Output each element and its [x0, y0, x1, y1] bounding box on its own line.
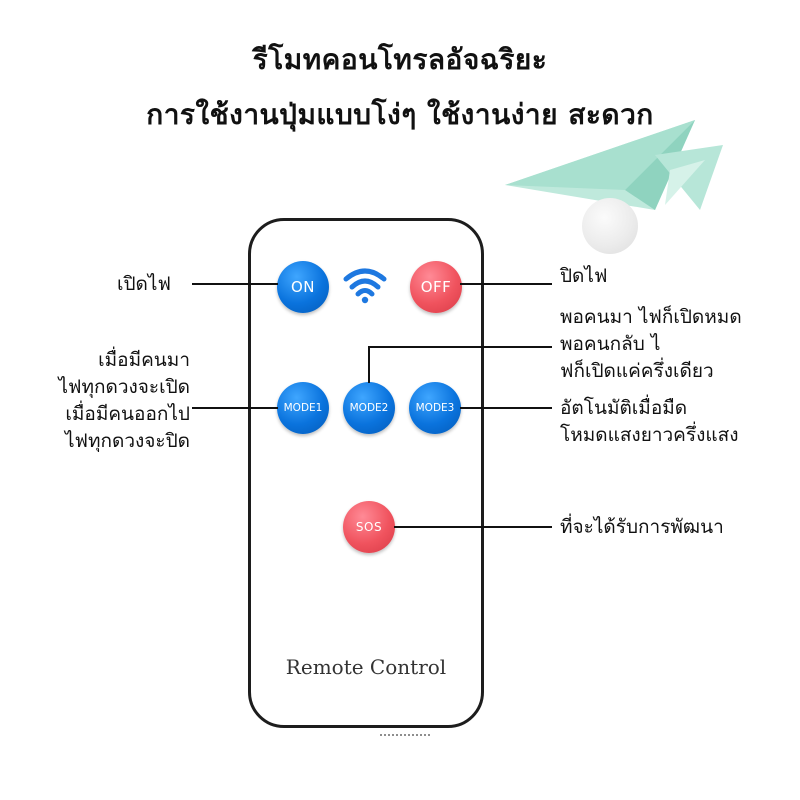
- mode1-button-label: MODE1: [283, 402, 323, 414]
- callout-line-mode2-vertical: [368, 346, 370, 383]
- callout-line-off: [460, 283, 552, 285]
- note-mode3: อัตโนมัติเมื่อมืด โหมดแสงยาวครึ่งแสง: [560, 395, 739, 449]
- callout-line-sos: [394, 526, 552, 528]
- note-mode1: เมื่อมีคนมา ไฟทุกดวงจะเปิด เมื่อมีคนออกไ…: [58, 347, 190, 455]
- note-light-off: ปิดไฟ: [560, 265, 608, 287]
- mode2-button-label: MODE2: [349, 402, 389, 414]
- mode3-button-label: MODE3: [415, 402, 455, 414]
- note-mode1-line2: ไฟทุกดวงจะเปิด: [58, 376, 190, 398]
- wifi-signal-icon: [343, 268, 387, 304]
- light-bulb-icon: [582, 198, 638, 254]
- headline-title: รีโมทคอนโทรลอัจฉริยะ: [252, 43, 548, 76]
- mode1-button[interactable]: MODE1: [277, 382, 329, 434]
- note-light-on: เปิดไฟ: [117, 273, 171, 295]
- note-mode1-line1: เมื่อมีคนมา: [98, 349, 190, 371]
- on-button[interactable]: ON: [277, 261, 329, 313]
- remote-caption: Remote Control: [285, 655, 447, 679]
- note-mode1-line4: ไฟทุกดวงจะปิด: [64, 430, 190, 452]
- note-mode2-line1: พอคนมา ไฟก็เปิดหมด: [560, 306, 742, 328]
- on-button-label: ON: [290, 278, 316, 296]
- paper-plane-icon: [505, 120, 723, 210]
- callout-line-mode3: [460, 407, 552, 409]
- note-mode3-line1: อัตโนมัติเมื่อมืด: [560, 397, 688, 419]
- callout-line-on: [192, 283, 278, 285]
- note-mode1-line3: เมื่อมีคนออกไป: [65, 403, 190, 425]
- headline-subtitle: การใช้งานปุ่มแบบโง่ๆ ใช้งานง่าย สะดวก: [146, 98, 654, 131]
- note-mode2-line3: ฟก็เปิดแค่ครึ่งเดียว: [560, 360, 714, 382]
- callout-line-mode2-horizontal: [368, 346, 552, 348]
- sos-button-label: SOS: [355, 520, 383, 534]
- off-button-label: OFF: [420, 278, 452, 296]
- note-mode3-line2: โหมดแสงยาวครึ่งแสง: [560, 424, 739, 446]
- mode2-button[interactable]: MODE2: [343, 382, 395, 434]
- note-sos: ที่จะได้รับการพัฒนา: [560, 516, 724, 538]
- note-mode2: พอคนมา ไฟก็เปิดหมด พอคนกลับ ไ ฟก็เปิดแค่…: [560, 304, 742, 385]
- sos-button[interactable]: SOS: [343, 501, 395, 553]
- off-button[interactable]: OFF: [410, 261, 462, 313]
- callout-line-mode1: [192, 407, 278, 409]
- mode3-button[interactable]: MODE3: [409, 382, 461, 434]
- note-mode2-line2: พอคนกลับ ไ: [560, 333, 661, 355]
- remote-edge-detail: [380, 726, 430, 736]
